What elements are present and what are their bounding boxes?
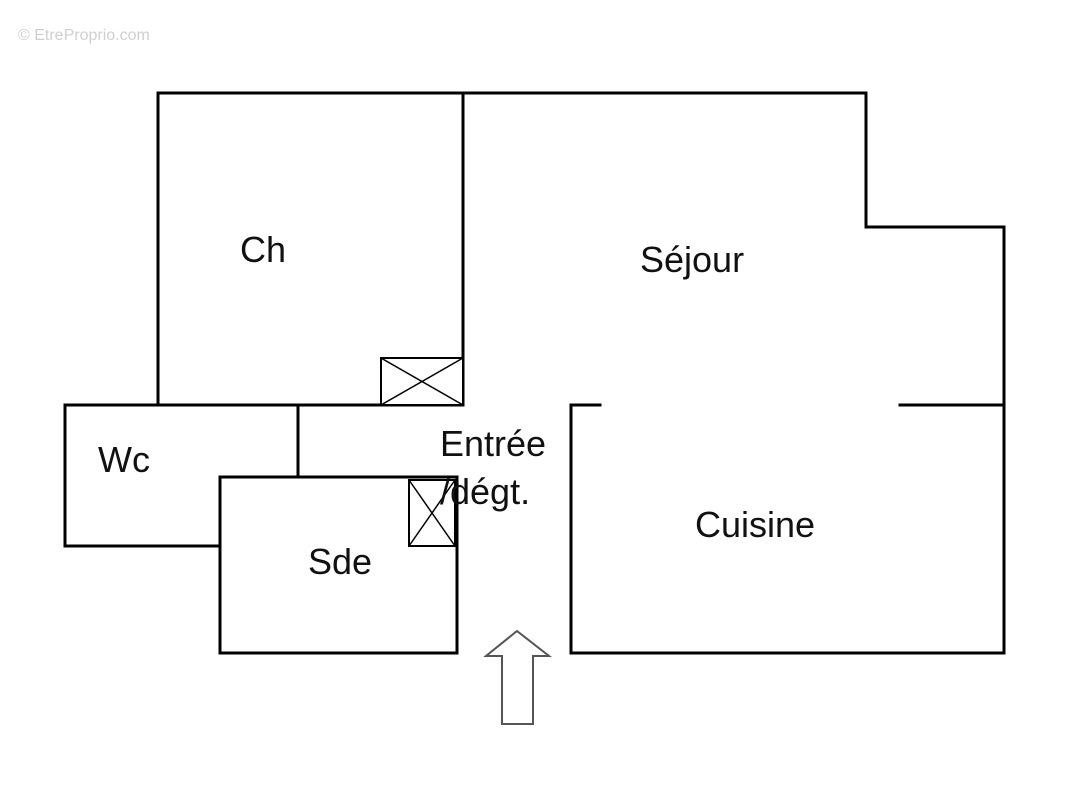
room-label-degagement: /dégt. xyxy=(440,471,530,512)
arrow-up-icon xyxy=(483,629,552,725)
wall-wc xyxy=(63,403,222,548)
closet-entree xyxy=(408,479,456,547)
closet-chambre xyxy=(380,357,464,406)
room-label-entree: Entrée xyxy=(440,423,546,464)
wall-cuisine xyxy=(569,403,1006,655)
wall-sde xyxy=(218,475,459,655)
wall-sejour xyxy=(461,91,1006,655)
room-label-wc: Wc xyxy=(98,439,150,480)
room-label-sejour: Séjour xyxy=(640,239,744,280)
room-label-cuisine: Cuisine xyxy=(695,504,815,545)
room-label-sde: Sde xyxy=(308,541,372,582)
wall-chambre xyxy=(156,91,465,407)
watermark: © EtreProprio.com xyxy=(18,27,150,44)
walls xyxy=(63,91,1006,655)
room-label-chambre: Ch xyxy=(240,229,286,270)
